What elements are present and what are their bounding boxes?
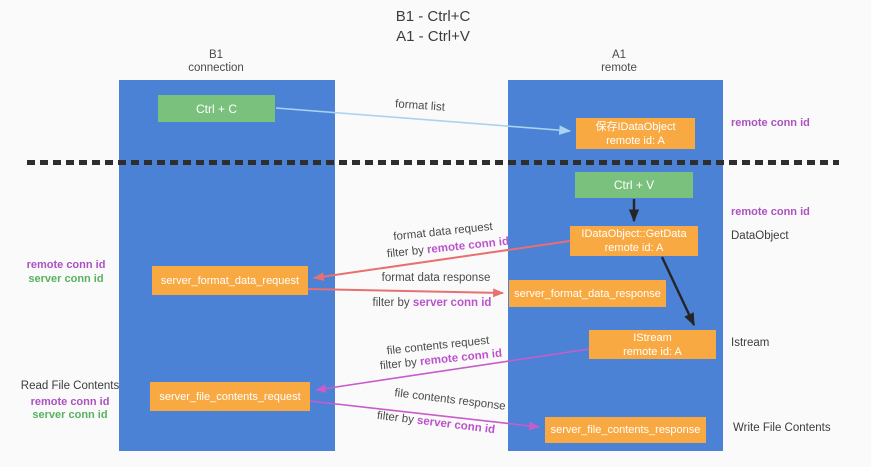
dataobject-label: DataObject (731, 230, 789, 242)
session-divider-dashed-line (27, 160, 839, 165)
file-response-label: server_file_contents_response (550, 424, 701, 436)
format-request-filter-value: remote conn id (426, 235, 510, 257)
file-left-labels: Read File Contents remote conn id server… (18, 380, 122, 423)
istream-line2: remote id: A (623, 345, 682, 358)
format-response-label: server_format_data_response (514, 287, 661, 300)
server-file-contents-response-box: server_file_contents_response (545, 417, 706, 443)
file-contents-response-label: file contents response (393, 387, 507, 413)
file-response-filter-label: filter by server conn id (376, 410, 495, 436)
server-format-data-request-box: server_format_data_request (152, 266, 308, 295)
format-data-response-label: format data response (381, 272, 491, 284)
title-line-2: A1 - Ctrl+V (396, 28, 470, 45)
arrow-format-data-response (307, 288, 505, 298)
format-response-filter-prefix: filter by (372, 297, 413, 309)
title-line-1: B1 - Ctrl+C (395, 8, 471, 25)
lane-header-b1: B1 connection (188, 49, 244, 75)
istream-line1: IStream (633, 331, 672, 344)
getdata-line1: IDataObject::GetData (581, 228, 687, 240)
write-file-contents-label: Write File Contents (733, 422, 831, 434)
file-request-label: server_file_contents_request (159, 390, 301, 403)
file-response-filter-value: server conn id (416, 414, 496, 437)
istream-box: IStream remote id: A (589, 330, 716, 359)
format-left-labels: remote conn id server conn id (14, 259, 118, 286)
ctrl-v-label: Ctrl + V (613, 178, 655, 192)
remote-conn-id-label-mid: remote conn id (731, 206, 810, 218)
lane-b1-name: B1 (208, 49, 224, 61)
ctrl-c-label: Ctrl + C (195, 101, 237, 116)
diagram-title: B1 - Ctrl+C A1 - Ctrl+V (396, 7, 471, 47)
format-response-filter-label: filter by server conn id (373, 297, 492, 309)
file-request-filter-prefix: filter by (379, 356, 421, 373)
save-idataobject-box: 保存IDataObject remote id: A (576, 118, 695, 149)
ctrl-v-box: Ctrl + V (575, 172, 693, 198)
lane-a1-name: A1 (611, 49, 627, 61)
ctrl-c-box: Ctrl + C (158, 95, 275, 122)
server-file-contents-request-box: server_file_contents_request (150, 382, 310, 411)
format-list-label: format list (394, 98, 446, 114)
lane-b1-subtitle: connection (188, 62, 244, 74)
server-format-data-response-box: server_format_data_response (509, 280, 666, 307)
remote-conn-id-label-top: remote conn id (731, 117, 810, 129)
idataobject-getdata-box: IDataObject::GetData remote id: A (570, 226, 698, 256)
getdata-line2: remote id: A (604, 242, 664, 254)
istream-side-label: Istream (731, 337, 770, 349)
format-request-label: server_format_data_request (160, 274, 300, 287)
lane-a1-subtitle: remote (601, 62, 637, 74)
read-file-contents-label: Read File Contents (20, 380, 120, 392)
file-left-server-conn-id: server conn id (32, 409, 108, 421)
format-left-remote-conn-id: remote conn id (26, 259, 106, 271)
format-request-filter-prefix: filter by (386, 244, 428, 261)
save-idataobject-line2: remote id: A (606, 134, 665, 147)
format-left-server-conn-id: server conn id (28, 272, 104, 285)
file-response-filter-prefix: filter by (376, 409, 418, 427)
file-left-remote-conn-id: remote conn id (30, 395, 110, 408)
lane-header-a1: A1 remote (601, 49, 637, 75)
save-idataobject-line1: 保存IDataObject (595, 120, 676, 133)
format-response-filter-value: server conn id (412, 297, 492, 309)
